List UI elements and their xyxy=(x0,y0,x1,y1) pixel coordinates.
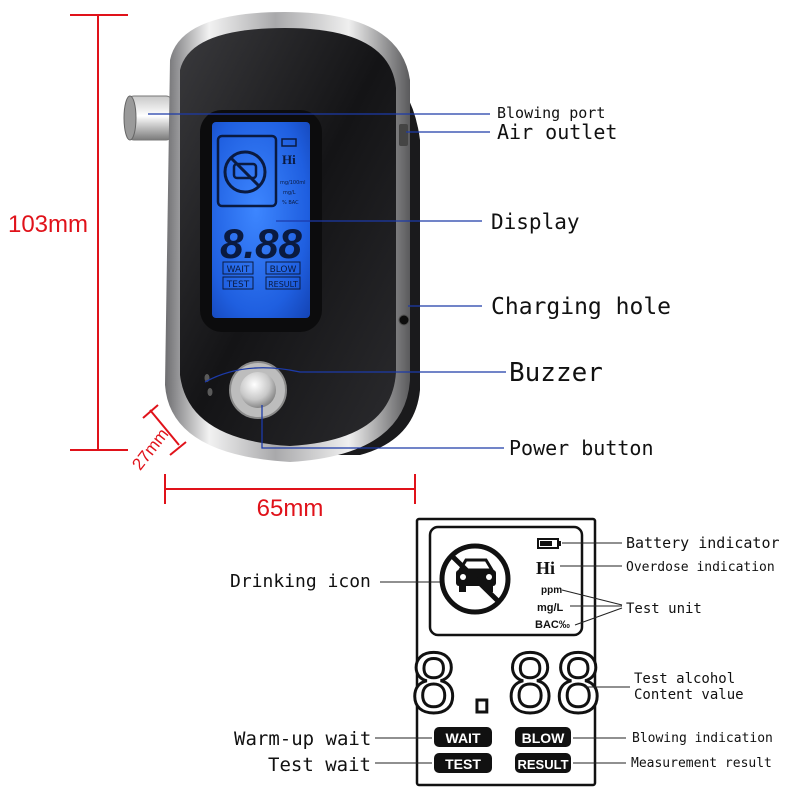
charging-hole-label: Charging hole xyxy=(491,294,671,320)
width-label: 65mm xyxy=(257,495,324,522)
device-unit-3: % BAC xyxy=(282,200,299,206)
lcd-wait: WAIT xyxy=(446,730,481,746)
drinking-icon xyxy=(439,543,511,615)
lcd-digits: 8.88 xyxy=(408,637,604,733)
test-indicator: TEST xyxy=(434,753,492,773)
device-blow: BLOW xyxy=(270,265,297,275)
warmup-wait-label: Warm-up wait xyxy=(234,728,371,750)
lcd-test: TEST xyxy=(445,756,481,772)
drinking-icon-label: Drinking icon xyxy=(230,571,371,592)
device-hi-text: Hi xyxy=(282,152,296,167)
blowing-port-label: Blowing port xyxy=(497,104,605,122)
air-outlet-label: Air outlet xyxy=(497,120,617,144)
device-wait: WAIT xyxy=(227,265,250,275)
buzzer-label: Buzzer xyxy=(509,358,603,388)
lcd-digits-text: 8.88 xyxy=(410,638,603,731)
measurement-result-label: Measurement result xyxy=(631,756,772,771)
device-lcd xyxy=(212,122,310,318)
lcd-hi-text: Hi xyxy=(536,558,555,578)
battery-indicator-label: Battery indicator xyxy=(626,534,780,552)
lcd-result: RESULT xyxy=(517,757,568,772)
blow-indicator: BLOW xyxy=(515,727,571,747)
lcd-callout-labels: Battery indicator Overdose indication Te… xyxy=(230,534,780,776)
test-wait-label: Test wait xyxy=(268,754,371,776)
lcd-unit-ppm: ppm xyxy=(541,585,562,596)
lcd-top-panel xyxy=(428,525,584,637)
result-indicator: RESULT xyxy=(515,753,571,773)
height-dimension: 103mm xyxy=(6,14,128,451)
breathalyzer-device: Hi mg/100ml mg/L % BAC 8.88 WAIT BLOW TE… xyxy=(123,12,420,462)
device-lcd-content: Hi mg/100ml mg/L % BAC 8.88 WAIT BLOW TE… xyxy=(216,134,306,290)
height-label: 103mm xyxy=(8,211,88,238)
test-alcohol-label-2: Content value xyxy=(634,687,744,703)
device-callout-labels: Blowing port Air outlet Display Charging… xyxy=(491,104,671,460)
width-dimension: 65mm xyxy=(164,474,416,522)
lcd-unit-mgl: mg/L xyxy=(537,602,564,614)
blowing-port xyxy=(123,95,173,141)
device-result: RESULT xyxy=(268,280,298,289)
power-button-label: Power button xyxy=(509,436,654,460)
buzzer-holes xyxy=(204,374,213,396)
lcd-unit-bac: BAC‰ xyxy=(535,619,570,631)
power-button[interactable] xyxy=(229,361,287,419)
device-digits: 8.88 xyxy=(220,220,302,267)
device-callouts xyxy=(148,113,506,449)
test-unit-label: Test unit xyxy=(626,601,702,617)
overdose-indication-label: Overdose indication xyxy=(626,560,775,575)
display-label: Display xyxy=(491,210,580,234)
depth-label: 27mm xyxy=(128,425,172,474)
blowing-indication-label: Blowing indication xyxy=(632,731,773,746)
device-unit-2: mg/L xyxy=(283,190,296,196)
lcd-callout-lines xyxy=(375,542,630,764)
device-test: TEST xyxy=(226,280,250,290)
wait-indicator: WAIT xyxy=(434,727,492,747)
lcd-diagram: Hi ppm mg/L BAC‰ 8.88 WAIT BLOW TEST RES… xyxy=(408,517,604,787)
device-unit-1: mg/100ml xyxy=(280,180,306,186)
air-outlet xyxy=(399,124,408,146)
test-alcohol-label-1: Test alcohol xyxy=(634,671,735,687)
lcd-blow: BLOW xyxy=(522,730,566,746)
battery-icon xyxy=(537,538,561,549)
charging-hole xyxy=(398,314,410,326)
